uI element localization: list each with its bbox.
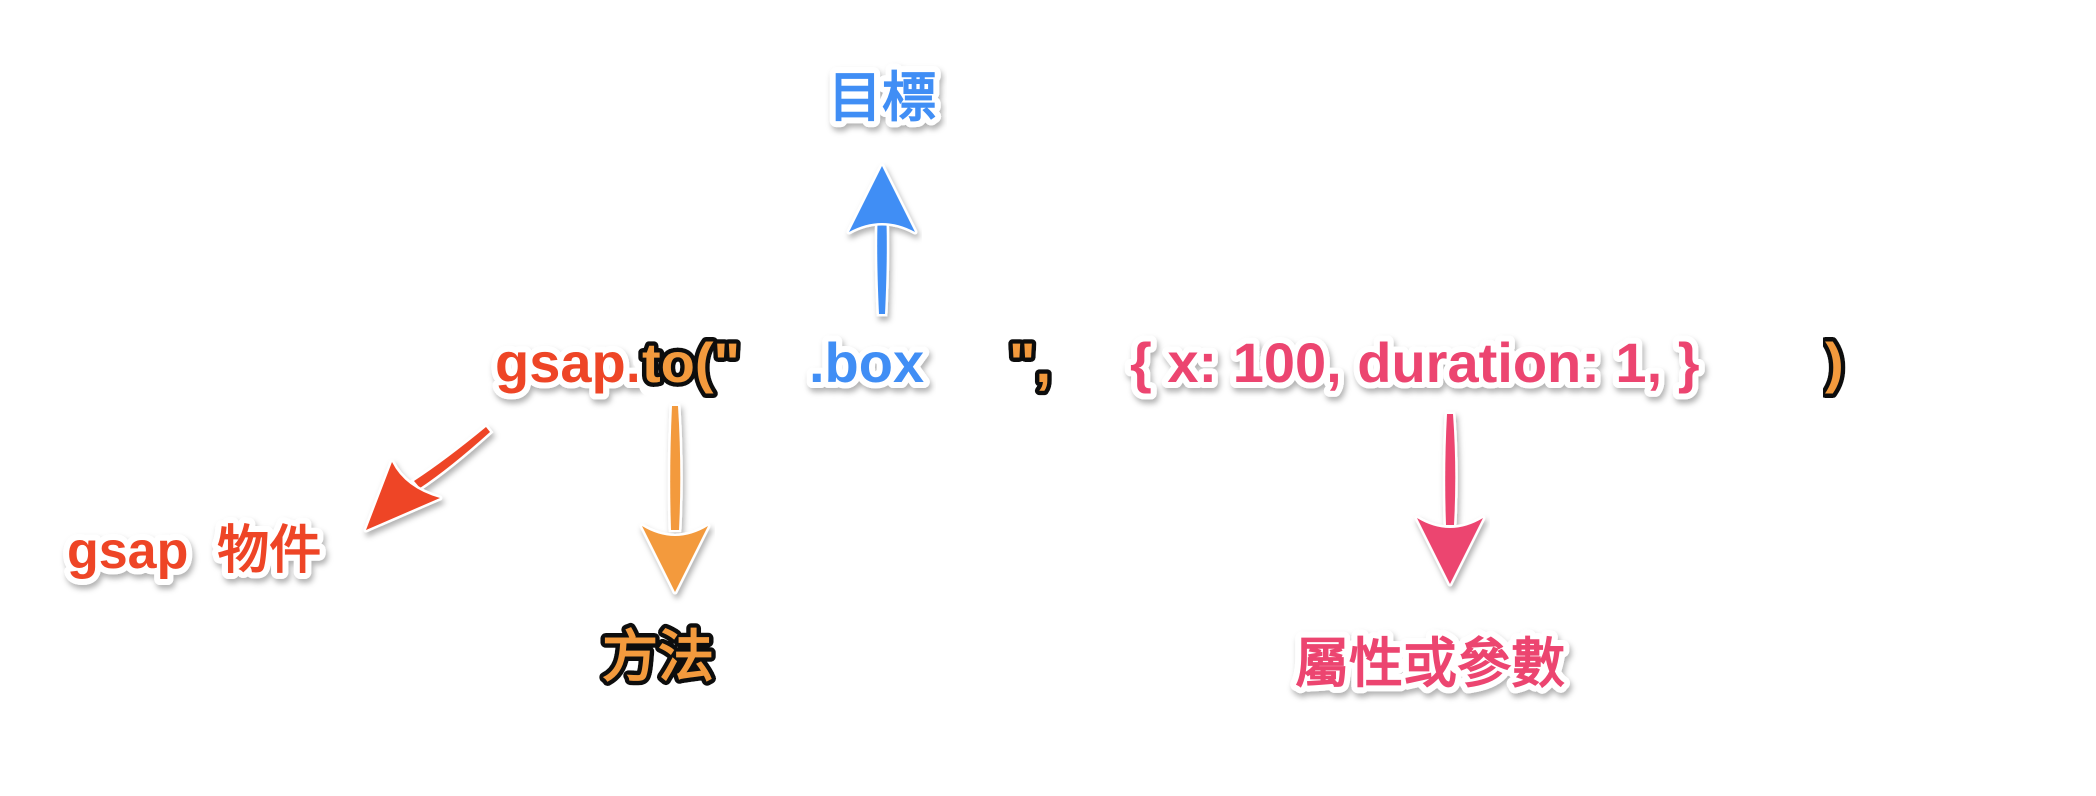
code-method: to(" <box>642 331 740 394</box>
arrow-up-icon <box>846 163 918 317</box>
arrow-down-left-icon <box>363 423 494 533</box>
label-props: 屬性或參數 <box>1295 634 1565 694</box>
label-gsap-object: gsap 物件 <box>67 522 321 580</box>
code-line: gsap. to(" .box ", { x: 100, duration: 1… <box>489 325 1848 400</box>
label-method: 方法 <box>602 625 714 688</box>
code-quote-comma: ", <box>1009 331 1051 394</box>
label-target: 目標 <box>828 68 936 128</box>
code-close-paren: ) <box>1825 331 1844 394</box>
arrow-down-props-icon <box>1414 411 1486 587</box>
code-target: .box <box>809 331 924 394</box>
code-gsap: gsap. <box>495 331 641 394</box>
code-props: { x: 100, duration: 1, } <box>1130 331 1700 394</box>
arrow-down-icon <box>639 403 711 595</box>
